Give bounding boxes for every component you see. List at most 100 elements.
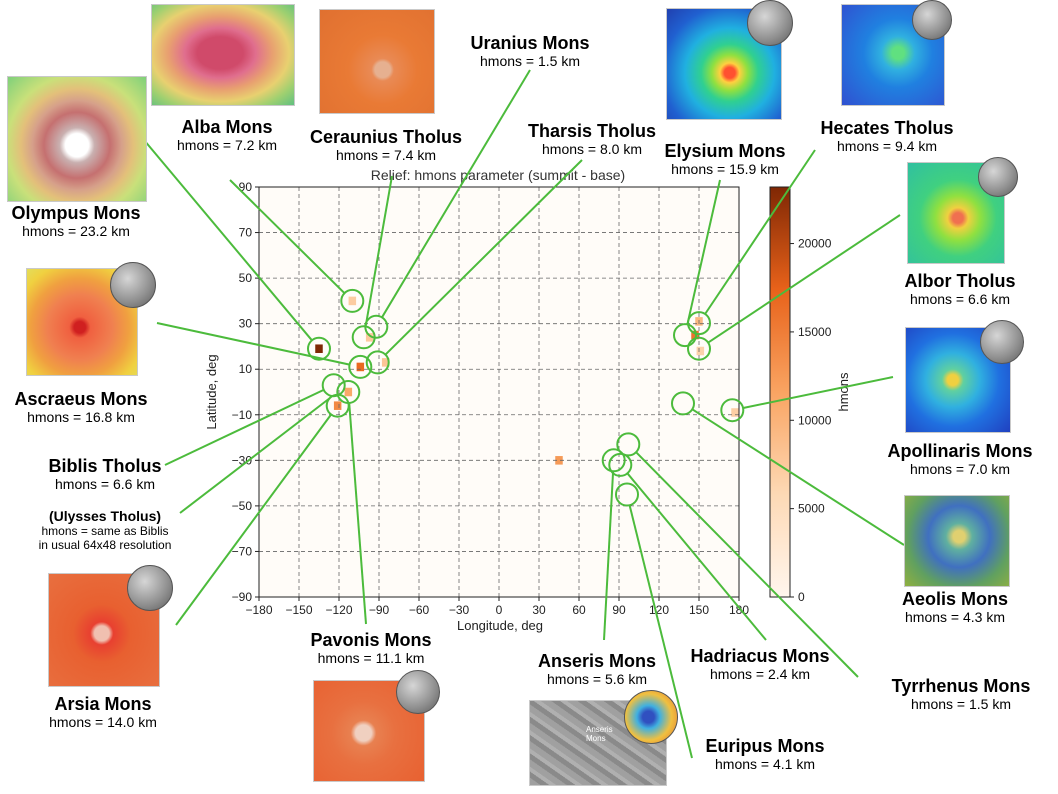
annotation-line [175, 413, 332, 626]
ceraunius-value: hmons = 7.4 km [336, 147, 436, 163]
label-hecates-tholus: Hecates Tholus hmons = 9.4 km [812, 118, 962, 155]
label-ceraunius-tholus: Ceraunius Tholus hmons = 7.4 km [296, 127, 476, 164]
euripus-name: Euripus Mons [705, 736, 825, 756]
uranius-value: hmons = 1.5 km [480, 53, 580, 69]
annotation-line [229, 179, 346, 294]
hecates-globe-icon [912, 0, 952, 40]
annotation-line [686, 179, 721, 325]
annotation-circle [365, 350, 390, 375]
x-tick-label: −180 [245, 603, 272, 617]
pavonis-globe-icon [396, 670, 440, 714]
albor-globe-icon [978, 157, 1018, 197]
y-tick-label: −70 [232, 544, 253, 558]
heatmap-cell-peak [344, 387, 353, 397]
x-tick-label: −90 [369, 603, 390, 617]
label-tyrrhenus-mons: Tyrrhenus Mons hmons = 1.5 km [884, 676, 1038, 713]
annotation-line [384, 159, 583, 356]
ascraeus-globe-icon [110, 262, 156, 308]
apollinaris-globe-icon [980, 320, 1024, 364]
euripus-value: hmons = 4.1 km [715, 756, 815, 772]
alba-name: Alba Mons [181, 117, 273, 137]
label-ulysses-tholus: (Ulysses Tholus) hmons = same as Biblis … [20, 508, 190, 552]
annotation-circle [601, 448, 626, 473]
apollinaris-value: hmons = 7.0 km [910, 461, 1010, 477]
x-tick-label: −60 [409, 603, 430, 617]
x-tick-label: −120 [325, 603, 352, 617]
arsia-name: Arsia Mons [54, 694, 152, 714]
annotation-circle [687, 336, 711, 361]
uranius-name: Uranius Mons [470, 33, 590, 53]
heatmap-cell-peak [315, 344, 323, 353]
heatmap-cell-peak [365, 333, 374, 342]
anseris-inset-label: Anseris Mons [586, 725, 613, 743]
biblis-name: Biblis Tholus [48, 456, 162, 476]
heatmap-cell-peak [731, 408, 739, 417]
olympus-value: hmons = 23.2 km [22, 223, 130, 239]
ascraeus-name: Ascraeus Mons [14, 389, 148, 409]
annotation-line [179, 397, 331, 514]
heatmap-cell-peak [333, 401, 342, 410]
y-axis-label: Latitude, deg [204, 354, 219, 429]
x-tick-label: −30 [449, 603, 470, 617]
y-tick-label: −30 [232, 453, 253, 467]
ceraunius-name: Ceraunius Tholus [309, 127, 462, 147]
annotation-line [626, 472, 767, 641]
apollinaris-name: Apollinaris Mons [887, 441, 1033, 461]
tharsis-value: hmons = 8.0 km [542, 141, 642, 157]
annotation-line [381, 69, 531, 318]
label-uranius-mons: Uranius Mons hmons = 1.5 km [455, 33, 605, 70]
biblis-value: hmons = 6.6 km [55, 476, 155, 492]
label-biblis-tholus: Biblis Tholus hmons = 6.6 km [30, 456, 180, 493]
label-alba-mons: Alba Mons hmons = 7.2 km [152, 117, 302, 154]
annotation-line [603, 471, 615, 641]
x-tick-label: −150 [285, 603, 312, 617]
y-tick-label: −90 [232, 590, 253, 604]
annotation-circle [348, 354, 373, 379]
x-axis-label: Longitude, deg [457, 618, 543, 633]
label-arsia-mons: Arsia Mons hmons = 14.0 km [28, 694, 178, 731]
label-pavonis-mons: Pavonis Mons hmons = 11.1 km [296, 630, 446, 667]
label-tharsis-tholus: Tharsis Tholus hmons = 8.0 km [517, 121, 667, 158]
annotation-circle [687, 311, 711, 336]
heatmap-cell-peak [356, 362, 365, 372]
olympus-thumbnail [7, 76, 147, 202]
y-tick-label: 70 [239, 226, 253, 240]
label-anseris-mons: Anseris Mons hmons = 5.6 km [522, 651, 672, 688]
annotation-line [628, 504, 693, 759]
label-euripus-mons: Euripus Mons hmons = 4.1 km [690, 736, 840, 773]
y-tick-label: −50 [232, 499, 253, 513]
tharsis-name: Tharsis Tholus [527, 121, 657, 141]
annotation-circle [307, 336, 331, 361]
y-tick-label: 50 [239, 271, 253, 285]
elysium-value: hmons = 15.9 km [671, 161, 779, 177]
annotation-circle [673, 323, 697, 348]
annotation-circle [720, 398, 745, 423]
colorbar-tick-label: 15000 [798, 325, 832, 339]
x-tick-label: 30 [532, 603, 546, 617]
alba-thumbnail [151, 4, 295, 106]
annotation-circle [325, 393, 350, 418]
hadriacus-name: Hadriacus Mons [690, 646, 830, 666]
chart-title: Relief: hmons parameter (summit - base) [371, 167, 625, 183]
label-ascraeus-mons: Ascraeus Mons hmons = 16.8 km [5, 389, 157, 426]
annotation-line [635, 451, 859, 678]
colorbar-tick-label: 0 [798, 590, 805, 604]
annotation-circle [615, 482, 639, 507]
anseris-globe-icon [624, 690, 678, 744]
label-albor-tholus: Albor Tholus hmons = 6.6 km [885, 271, 1035, 308]
heatmap-cells [315, 296, 739, 465]
tyrrhenus-name: Tyrrhenus Mons [891, 676, 1031, 696]
alba-value: hmons = 7.2 km [177, 137, 277, 153]
y-tick-label: −10 [232, 408, 253, 422]
aeolis-name: Aeolis Mons [901, 589, 1008, 609]
pavonis-value: hmons = 11.1 km [317, 650, 425, 666]
olympus-name: Olympus Mons [11, 203, 141, 223]
label-elysium-mons: Elysium Mons hmons = 15.9 km [650, 141, 800, 178]
label-olympus-mons: Olympus Mons hmons = 23.2 km [0, 203, 152, 240]
x-tick-label: 0 [496, 603, 503, 617]
hecates-name: Hecates Tholus [820, 118, 954, 138]
